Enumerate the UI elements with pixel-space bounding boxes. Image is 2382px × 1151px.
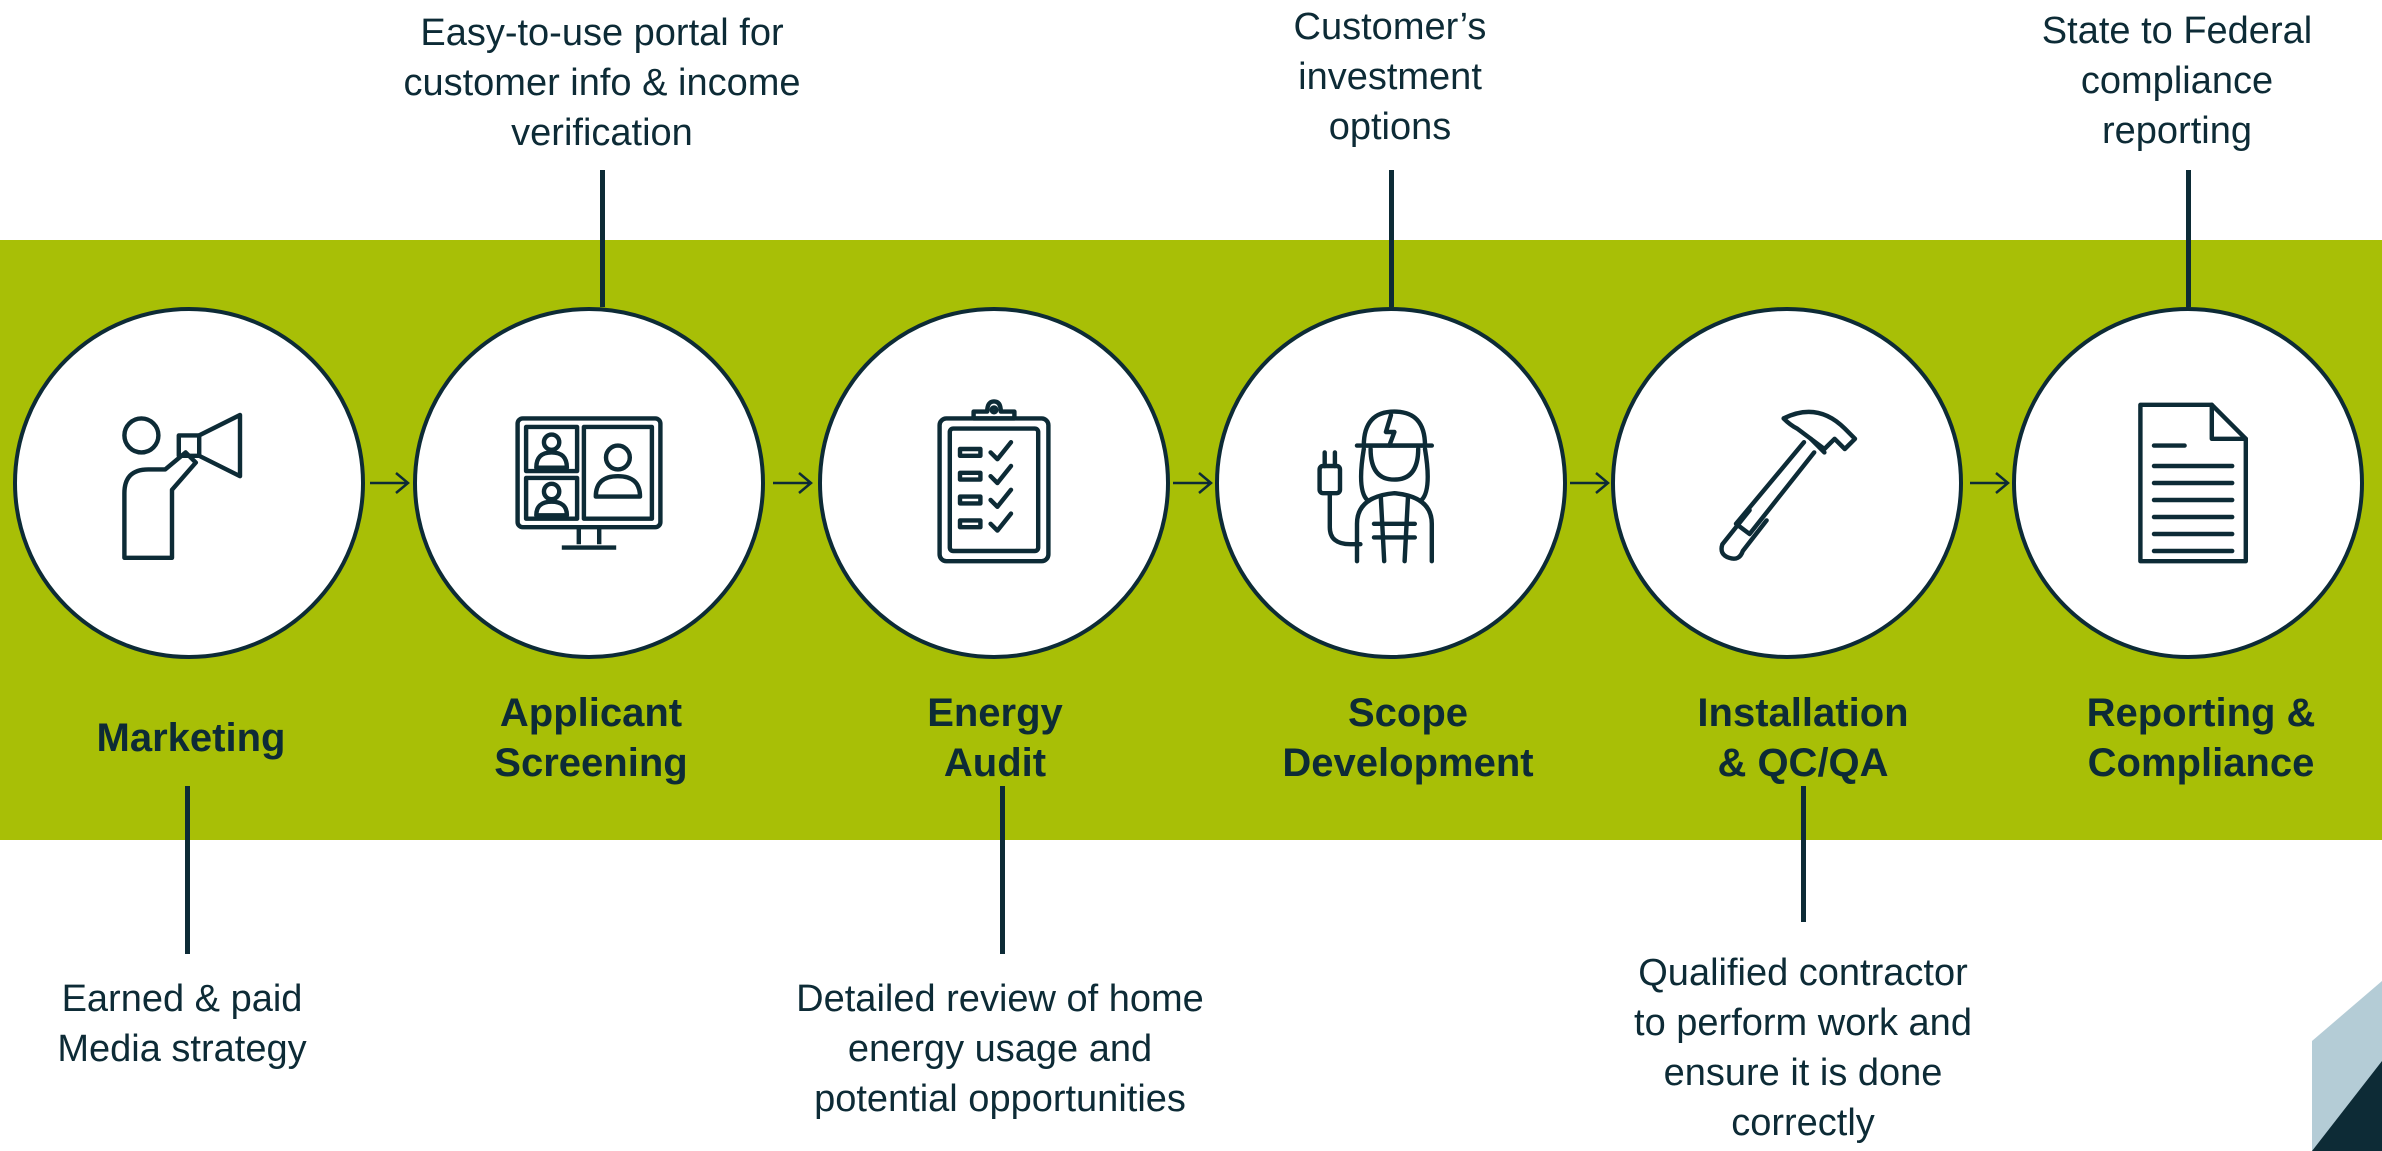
arrow-screening-to-audit (773, 472, 813, 494)
installation-description: Qualified contractor to perform work and… (1634, 952, 1972, 1144)
stage-label-energy-audit: Energy Audit (927, 691, 1063, 785)
arrow-marketing-to-screening (370, 472, 410, 494)
stage-label-installation: Installation & QC/QA (1697, 691, 1909, 785)
marketing-circle (13, 307, 365, 659)
scope-development-description: Customer’s investment options (1293, 6, 1487, 148)
scope-development-connector (1389, 170, 1394, 307)
clipboard-checklist-icon (937, 399, 1051, 564)
arrow-audit-to-scope (1173, 472, 1213, 494)
decorative-corner-shape (2312, 981, 2382, 1151)
reporting-connector (2186, 170, 2191, 307)
installation-circle (1611, 307, 1963, 659)
arrow-installation-to-reporting (1970, 472, 2010, 494)
installation-connector (1801, 786, 1806, 922)
document-icon (2138, 402, 2249, 564)
stage-label-marketing: Marketing (96, 716, 286, 760)
megaphone-person-icon (122, 412, 243, 561)
marketing-connector (185, 786, 190, 954)
arrow-scope-to-installation (1570, 472, 1610, 494)
applicant-screening-connector (600, 170, 605, 307)
scope-development-circle (1215, 307, 1567, 659)
applicant-screening-circle (413, 307, 765, 659)
process-band (0, 240, 2382, 840)
video-call-monitor-icon (515, 416, 663, 550)
reporting-description: State to Federal compliance reporting (2041, 10, 2313, 152)
hammer-icon (1719, 409, 1858, 561)
energy-audit-connector (1000, 786, 1005, 954)
electrician-worker-icon (1317, 409, 1435, 564)
reporting-circle (2012, 307, 2364, 659)
stage-label-reporting: Reporting & Compliance (2086, 691, 2316, 785)
energy-audit-description: Detailed review of home energy usage and… (796, 978, 1204, 1120)
energy-audit-circle (818, 307, 1170, 659)
marketing-description: Earned & paid Media strategy (57, 978, 307, 1070)
stage-label-applicant-screening: Applicant Screening (494, 691, 688, 785)
stage-label-scope-development: Scope Development (1282, 691, 1534, 785)
applicant-screening-description: Easy-to-use portal for customer info & i… (403, 12, 801, 154)
